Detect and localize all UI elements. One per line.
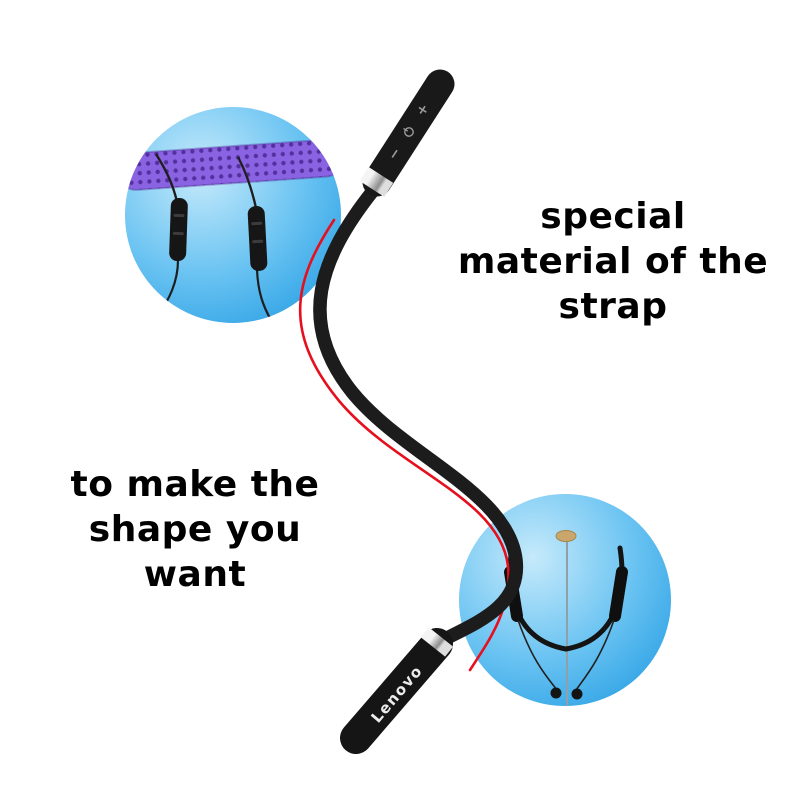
right-control-pod (247, 205, 268, 271)
top-chrome-collar (359, 167, 394, 197)
neckband-right-pod (609, 566, 628, 622)
caption-line: strap (558, 286, 668, 327)
bottom-chrome-collar (420, 627, 454, 657)
left-earphone-wire (154, 153, 179, 203)
bottom-battery-module: Lenovo (340, 627, 454, 754)
left-control-pod (169, 198, 188, 262)
caption-line: shape you (88, 509, 302, 550)
top-control-module: + − (359, 69, 455, 197)
top-module-body (362, 69, 455, 197)
gold-connector (555, 530, 577, 542)
caption-line: want (143, 554, 247, 595)
caption-line: material of the (457, 241, 769, 282)
right-earphone-wire (236, 156, 258, 209)
perforated-purple-bar (125, 138, 341, 191)
caption-line: special (540, 196, 686, 237)
right-earbud (571, 688, 583, 700)
inset-circle-background (125, 107, 341, 323)
flex-strap (313, 185, 524, 648)
left-earbud-wire (517, 619, 558, 691)
power-icon (403, 127, 414, 137)
bottom-module-body (340, 628, 453, 754)
right-wire-lower (255, 269, 272, 321)
left-earbud (550, 687, 562, 699)
caption-special-material: special material of the strap (432, 194, 794, 329)
right-earbud-wire (575, 619, 615, 691)
inset-hanging-controls-photo (125, 107, 341, 323)
caption-make-shape: to make the shape you want (32, 462, 358, 597)
caption-line: to make the (70, 464, 320, 505)
